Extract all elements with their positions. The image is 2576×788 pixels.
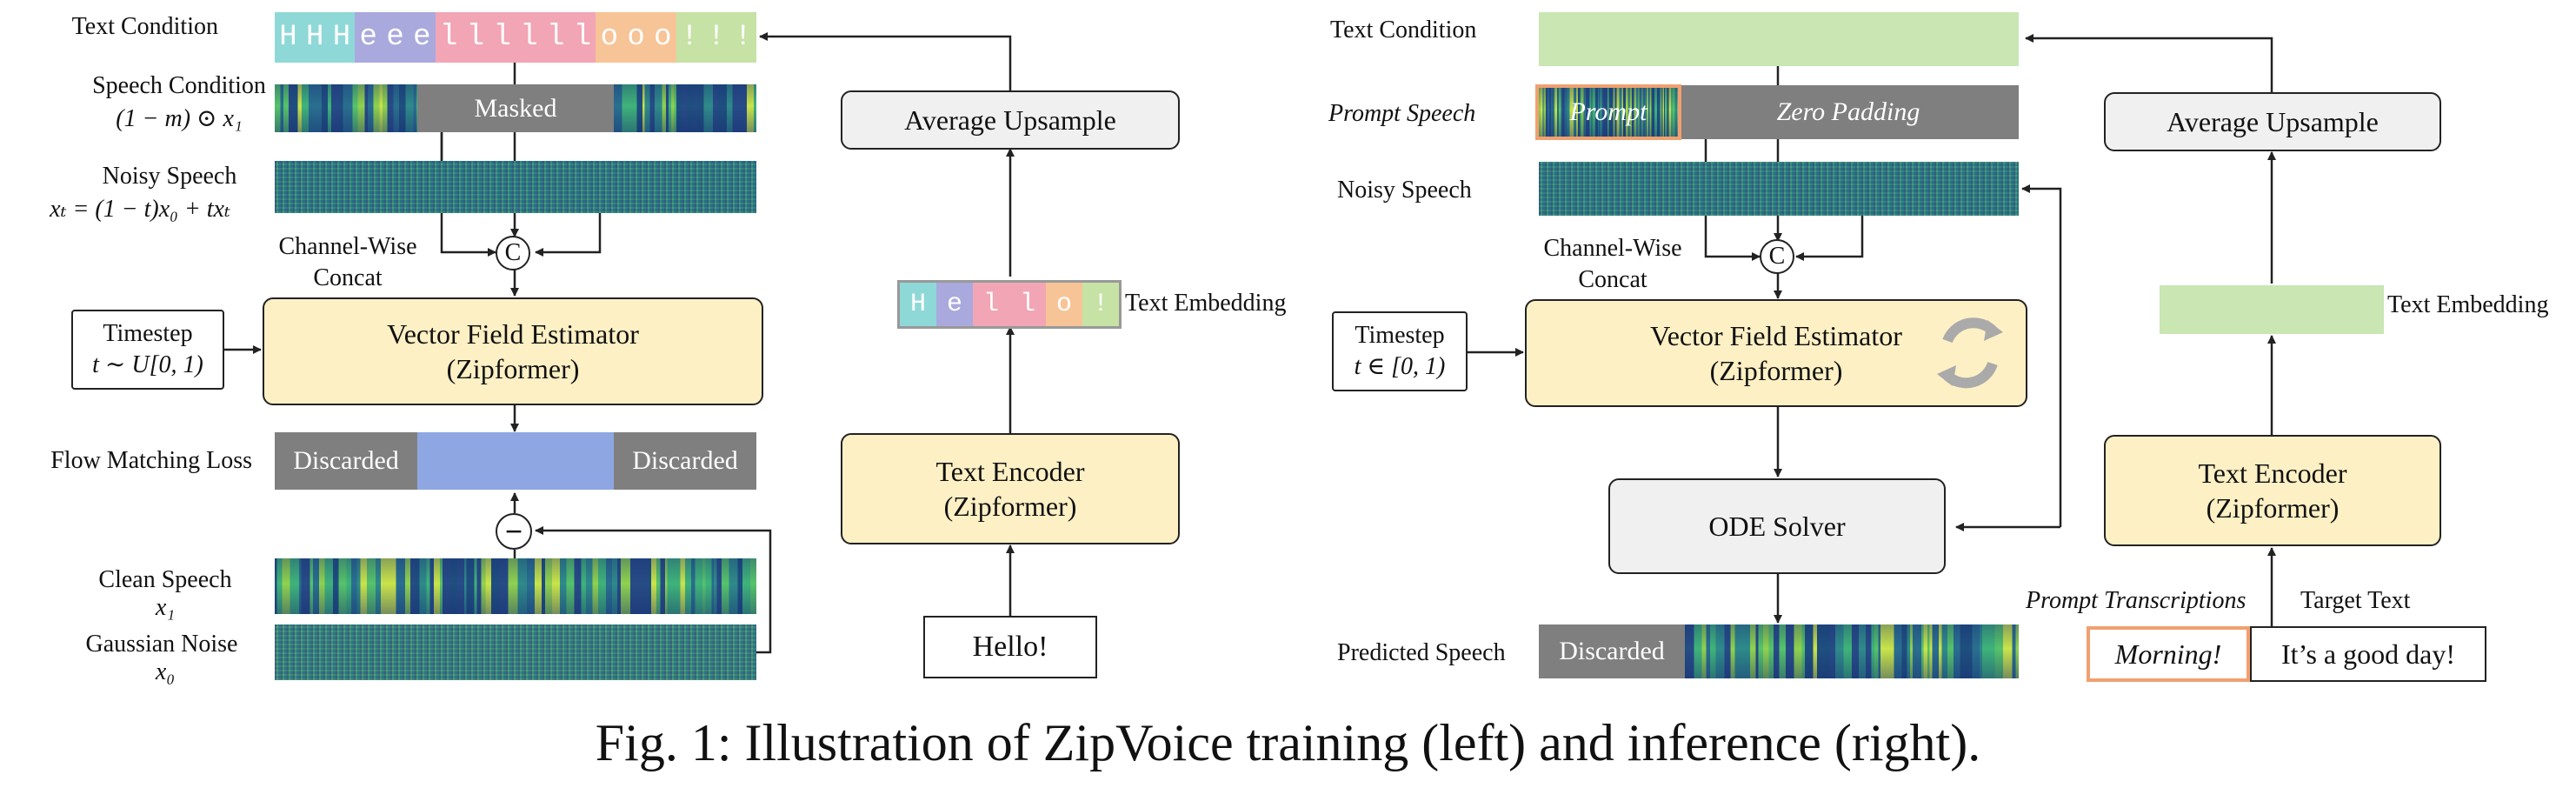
inference-discarded-region: Discarded xyxy=(1539,624,1685,678)
inference-vfe-subtitle: (Zipformer) xyxy=(1709,355,1843,386)
text-condition-token: ! xyxy=(702,12,730,63)
inference-discarded-label: Discarded xyxy=(1559,637,1665,665)
prompt-spectrogram: Prompt xyxy=(1535,84,1681,140)
inference-average-upsample-box: Average Upsample xyxy=(2104,92,2441,151)
text-condition-token: o xyxy=(596,12,623,63)
noisy-speech-bar xyxy=(275,161,756,213)
inference-concat-symbol: C xyxy=(1760,239,1794,274)
inference-vfe-title: Vector Field Estimator xyxy=(1650,320,1902,351)
masked-region: Masked xyxy=(417,84,614,132)
target-text-box: It’s a good day! xyxy=(2250,626,2486,682)
ode-solver-box: ODE Solver xyxy=(1608,478,1946,574)
inference-text-encoder-subtitle: (Zipformer) xyxy=(2206,492,2340,524)
speech-condition-formula: (1 − m) ⊙ x₁ xyxy=(116,105,243,132)
text-condition-token: e xyxy=(355,12,383,63)
text-condition-token: e xyxy=(382,12,409,63)
vfe-subtitle: (Zipformer) xyxy=(446,353,580,384)
prompt-speech-label: Prompt Speech xyxy=(1328,100,1476,127)
prompt-label: Prompt xyxy=(1569,97,1647,126)
text-condition-token: o xyxy=(649,12,676,63)
text-condition-label: Text Condition xyxy=(71,13,218,40)
inference-vector-field-estimator-box: Vector Field Estimator (Zipformer) xyxy=(1525,299,2027,407)
discarded-right-label: Discarded xyxy=(632,446,738,475)
inference-noisy-speech-label: Noisy Speech xyxy=(1337,177,1472,204)
inference-text-condition-label: Text Condition xyxy=(1330,17,1477,43)
text-condition-token: ! xyxy=(676,12,703,63)
text-condition-token: e xyxy=(408,12,436,63)
text-condition-token: l xyxy=(516,12,542,63)
timestep-label: Timestep xyxy=(103,320,193,347)
gaussian-noise-var: x₀ xyxy=(155,658,176,685)
text-encoder-subtitle: (Zipformer) xyxy=(943,491,1077,522)
noisy-speech-formula: xₜ = (1 − t)x₀ + txₜ xyxy=(50,196,230,223)
inference-timestep-box: Timestep t ∈ [0, 1) xyxy=(1332,311,1468,391)
clean-speech-var: x₁ xyxy=(155,594,176,621)
text-condition-token: H xyxy=(328,12,356,63)
input-text-box: Hello! xyxy=(923,616,1097,678)
inference-timestep-label: Timestep xyxy=(1355,322,1445,349)
text-encoder-box: Text Encoder (Zipformer) xyxy=(841,433,1180,544)
text-condition-token: H xyxy=(275,12,302,63)
prompt-transcription-box: Morning! xyxy=(2087,626,2250,682)
prompt-transcriptions-label: Prompt Transcriptions xyxy=(2026,587,2247,614)
inference-timestep-formula: t ∈ [0, 1) xyxy=(1354,353,1446,380)
inference-text-embedding-label: Text Embedding xyxy=(2387,291,2549,318)
discarded-left-region: Discarded xyxy=(275,432,417,490)
gaussian-noise-label: Gaussian Noise xyxy=(85,631,238,658)
minus-symbol: − xyxy=(496,513,532,550)
text-embedding-token: e xyxy=(936,283,973,326)
text-condition-token: l xyxy=(542,12,569,63)
vector-field-estimator-box: Vector Field Estimator (Zipformer) xyxy=(263,297,763,405)
inference-text-condition-bar xyxy=(1539,12,2019,66)
text-condition-token: l xyxy=(489,12,516,63)
target-text-label: Target Text xyxy=(2300,587,2411,614)
inference-text-encoder-title: Text Encoder xyxy=(2198,457,2347,489)
noisy-speech-label: Noisy Speech xyxy=(102,163,237,190)
discarded-right-region: Discarded xyxy=(614,432,756,490)
timestep-box: Timestep t ∼ U[0, 1) xyxy=(71,310,224,390)
channel-wise-concat-label: Channel-Wise Concat xyxy=(278,233,417,291)
clean-speech-label: Clean Speech xyxy=(98,566,232,593)
timestep-formula: t ∼ U[0, 1) xyxy=(92,351,203,378)
text-condition-token: l xyxy=(569,12,596,63)
inference-text-encoder-box: Text Encoder (Zipformer) xyxy=(2104,435,2441,546)
iteration-cycle-icon xyxy=(1937,317,2003,389)
inference-text-embedding-bar xyxy=(2160,285,2384,334)
text-embedding-token: l xyxy=(1009,283,1046,326)
masked-label: Masked xyxy=(474,93,557,123)
speech-condition-label: Speech Condition xyxy=(92,72,266,99)
text-embedding-token: o xyxy=(1046,283,1082,326)
vfe-title: Vector Field Estimator xyxy=(387,318,639,350)
flow-matching-loss-label: Flow Matching Loss xyxy=(50,447,252,474)
figure-caption: Fig. 1: Illustration of ZipVoice trainin… xyxy=(595,714,1981,771)
text-condition-token: ! xyxy=(729,12,757,63)
text-embedding-token: l xyxy=(973,283,1009,326)
text-embedding-token: H xyxy=(900,283,936,326)
inference-noisy-speech-bar xyxy=(1539,162,2019,216)
text-encoder-title: Text Encoder xyxy=(935,456,1085,487)
text-condition-token: o xyxy=(622,12,649,63)
text-condition-token: l xyxy=(462,12,489,63)
text-embedding-label: Text Embedding xyxy=(1125,290,1287,317)
gaussian-noise-bar xyxy=(275,624,756,680)
text-condition-token: l xyxy=(435,12,463,63)
inference-channel-wise-concat-label: Channel-Wise Concat xyxy=(1543,235,1682,293)
predicted-speech-label: Predicted Speech xyxy=(1337,639,1506,666)
concat-symbol: C xyxy=(496,236,530,270)
discarded-left-label: Discarded xyxy=(293,446,399,475)
clean-speech-spectrogram xyxy=(275,558,756,614)
text-embedding-token: ! xyxy=(1082,283,1119,326)
average-upsample-box: Average Upsample xyxy=(841,90,1180,150)
text-condition-token: H xyxy=(301,12,329,63)
zero-padding-label: Zero Padding xyxy=(1776,97,1920,126)
